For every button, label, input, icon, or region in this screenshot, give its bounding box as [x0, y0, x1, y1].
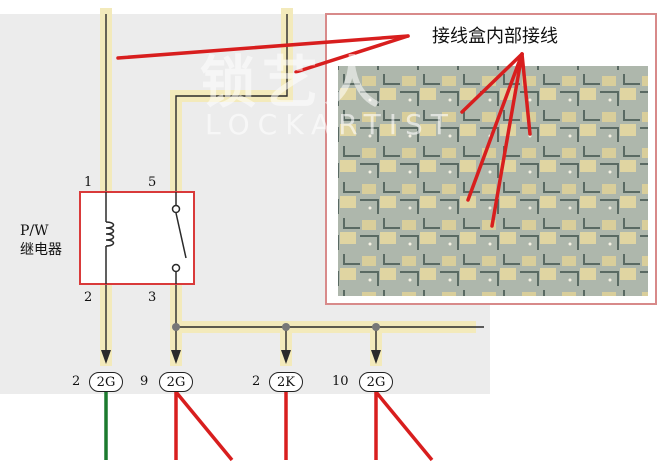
relay-pin-2: 2: [84, 290, 93, 305]
connector-label: 2G: [89, 372, 123, 392]
relay-switch: [171, 192, 187, 284]
connector-pin: 10: [332, 374, 349, 389]
relay-pin-3: 3: [148, 290, 157, 305]
watermark-brand-text: LOCKARTIST: [205, 108, 456, 141]
connector-label: 2G: [359, 372, 393, 392]
connector-arrows: [101, 350, 381, 364]
watermark-logo-text: 锁艺人: [200, 51, 386, 116]
connector-pin: 9: [140, 374, 149, 389]
relay-pin-5: 5: [148, 175, 157, 190]
relay-pin-1: 1: [84, 175, 93, 190]
relay-name: P/W 继电器: [20, 222, 62, 260]
callout-pointers: [116, 34, 532, 228]
connector-label: 2G: [159, 372, 193, 392]
connector-pin: 2: [72, 374, 81, 389]
output-wires: [104, 390, 434, 462]
relay-coil: [105, 192, 115, 284]
connector-pin: 2: [252, 374, 261, 389]
connector-label: 2K: [269, 372, 303, 392]
junction-dots: [172, 323, 380, 331]
junction-box-photo: [325, 13, 657, 305]
relay-name-line2: 继电器: [20, 242, 62, 258]
callout-label: 接线盒内部接线: [432, 26, 558, 47]
wires: [105, 14, 484, 350]
relay-name-line1: P/W: [20, 223, 49, 239]
